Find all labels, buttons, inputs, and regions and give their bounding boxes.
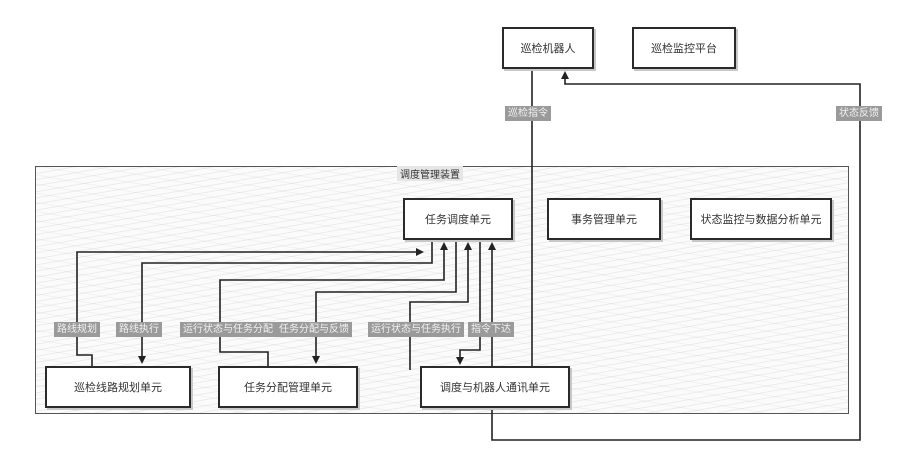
robot-box: 巡检机器人 xyxy=(502,27,594,69)
edge-label-status-and-assignment: 运行状态与任务分配 xyxy=(180,322,276,337)
edge-label-route-planning: 路线规划 xyxy=(54,322,100,337)
edge-label-inspection-command: 巡检指令 xyxy=(505,106,551,121)
task-scheduling-box: 任务调度单元 xyxy=(403,198,513,240)
platform-box: 巡检监控平台 xyxy=(632,27,736,69)
edge-label-status-feedback: 状态反馈 xyxy=(836,106,882,121)
status-monitor-box: 状态监控与数据分析单元 xyxy=(690,198,832,240)
edge-label-assignment-and-feedback: 任务分配与反馈 xyxy=(276,322,352,337)
edge-sched-to-assign xyxy=(316,240,456,362)
task-assignment-box: 任务分配管理单元 xyxy=(218,366,358,408)
edge-label-route-execution: 路线执行 xyxy=(116,322,162,337)
path-planning-box: 巡检线路规划单元 xyxy=(45,366,191,408)
robot-comm-box: 调度与机器人通讯单元 xyxy=(420,366,570,408)
edge-sched-to-path xyxy=(142,240,432,362)
edge-path-to-sched xyxy=(77,252,422,368)
edge-label-command-issue: 指令下达 xyxy=(468,322,514,337)
edge-label-status-and-execution: 运行状态与任务执行 xyxy=(368,322,464,337)
task-management-box: 事务管理单元 xyxy=(547,198,661,240)
